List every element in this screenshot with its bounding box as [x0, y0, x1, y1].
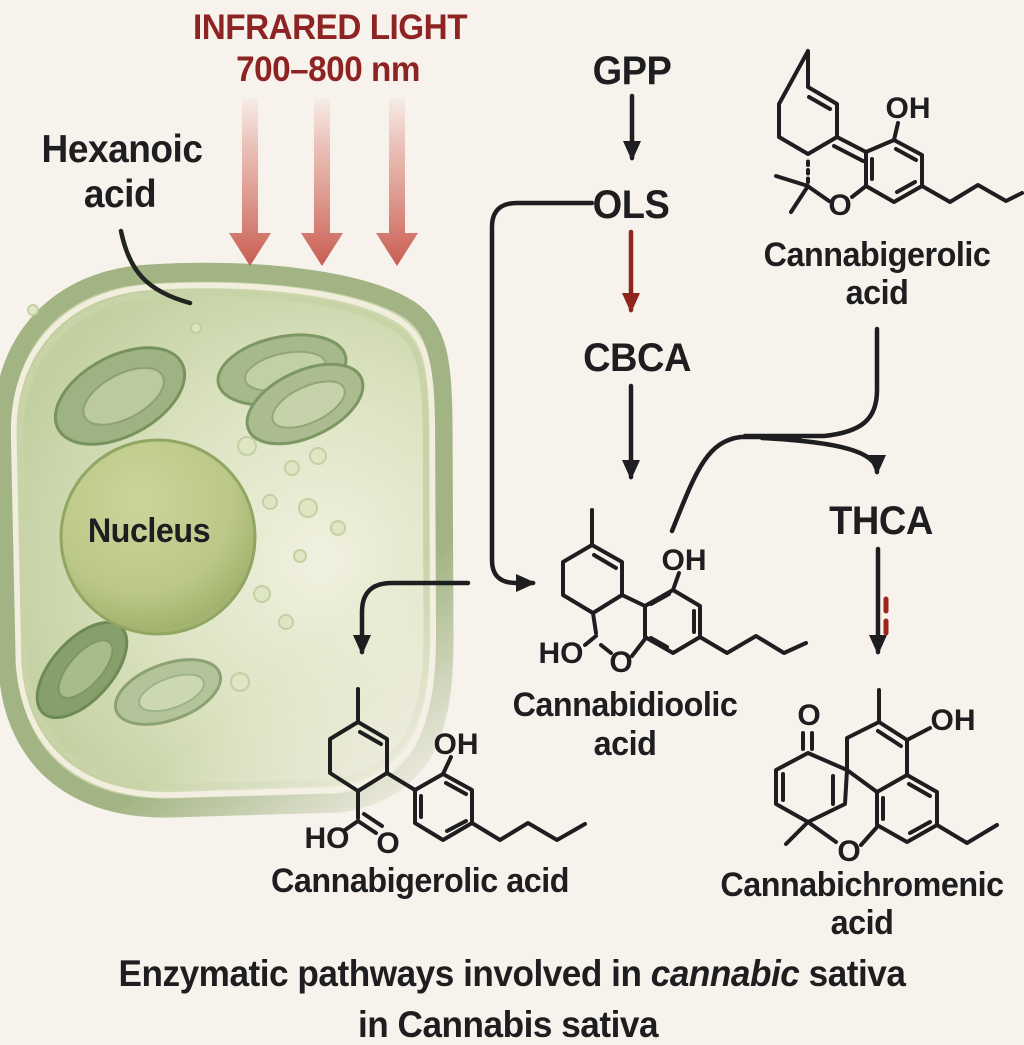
gpp-label: GPP	[592, 49, 672, 93]
cannabigerolic-top-name-line2: acid	[845, 274, 909, 312]
oh-label: OH	[886, 92, 931, 125]
molecule-cannabigerolic-top	[774, 49, 1024, 214]
nucleus	[59, 438, 257, 636]
ols-label: OLS	[592, 183, 670, 227]
chloroplast	[113, 658, 223, 726]
nucleus-label: Nucleus	[87, 512, 211, 550]
branch-to-cannabigerolic-arrow	[353, 580, 471, 655]
cannabidiolic-name-line1: Cannabidioolic	[512, 686, 738, 724]
o-label: O	[609, 646, 632, 679]
caption-prefix: Enzymatic pathways involved in	[118, 953, 651, 994]
cannabichromenic-name-line1: Cannabichromenic	[720, 866, 1004, 904]
infrared-arrow	[229, 98, 271, 266]
chloroplast	[53, 346, 187, 446]
ols-branch-to-cannabidiolic-arrow	[489, 200, 595, 592]
o-label: O	[828, 189, 851, 222]
cbga-top-merge-curve	[742, 326, 880, 439]
hexanoic-acid-label-line2: acid	[83, 173, 157, 216]
pathway-graphics: OH O OH HO O OH HO O	[118, 49, 1024, 868]
hexanoic-acid-label-line1: Hexanoic	[41, 128, 203, 171]
molecule-cannabigerolic-bottom	[328, 687, 587, 842]
cbca-label: CBCA	[583, 336, 691, 380]
ho-label: HO	[539, 637, 584, 670]
oh-label: OH	[434, 728, 479, 761]
cannabidiolic-merge-curve	[669, 434, 803, 534]
infrared-arrow	[301, 98, 343, 266]
merge-to-thca-arrow	[759, 435, 886, 475]
plant-cell-illustration	[0, 0, 1024, 1024]
caption-suffix: sativa	[799, 953, 906, 994]
vesicles	[27, 304, 346, 692]
caption-line2-cutoff: in Cannabis sativa	[357, 1004, 659, 1045]
o-ring-label: O	[837, 835, 860, 868]
oh-label: OH	[931, 704, 976, 737]
molecule-cannabichromenic-bottom	[774, 688, 999, 847]
cannabidiolic-name-line2: acid	[593, 725, 657, 763]
cannabigerolic-top-name-line1: Cannabigerolic	[763, 236, 991, 274]
infrared-range: 700–800 nm	[236, 50, 420, 89]
infrared-title: INFRARED LIGHT	[192, 8, 468, 47]
infrared-arrows	[229, 98, 418, 266]
caption-italic-word: cannabic	[650, 953, 800, 994]
chloroplast	[245, 362, 365, 446]
cannabichromenic-name-line2: acid	[830, 904, 894, 942]
thca-label: THCA	[829, 499, 933, 543]
infrared-arrow	[376, 98, 418, 266]
hexanoic-pointer-line	[118, 228, 193, 306]
o-label: O	[376, 827, 399, 860]
ho-label: HO	[305, 822, 350, 855]
caption-line1: Enzymatic pathways involved in cannabic …	[118, 953, 906, 994]
o-ketone-label: O	[797, 699, 820, 732]
cannabigerolic-bottom-name: Cannabigerolic acid	[271, 862, 569, 900]
molecule-cannabidiolic-center	[561, 508, 808, 658]
oh-label: OH	[662, 544, 707, 577]
